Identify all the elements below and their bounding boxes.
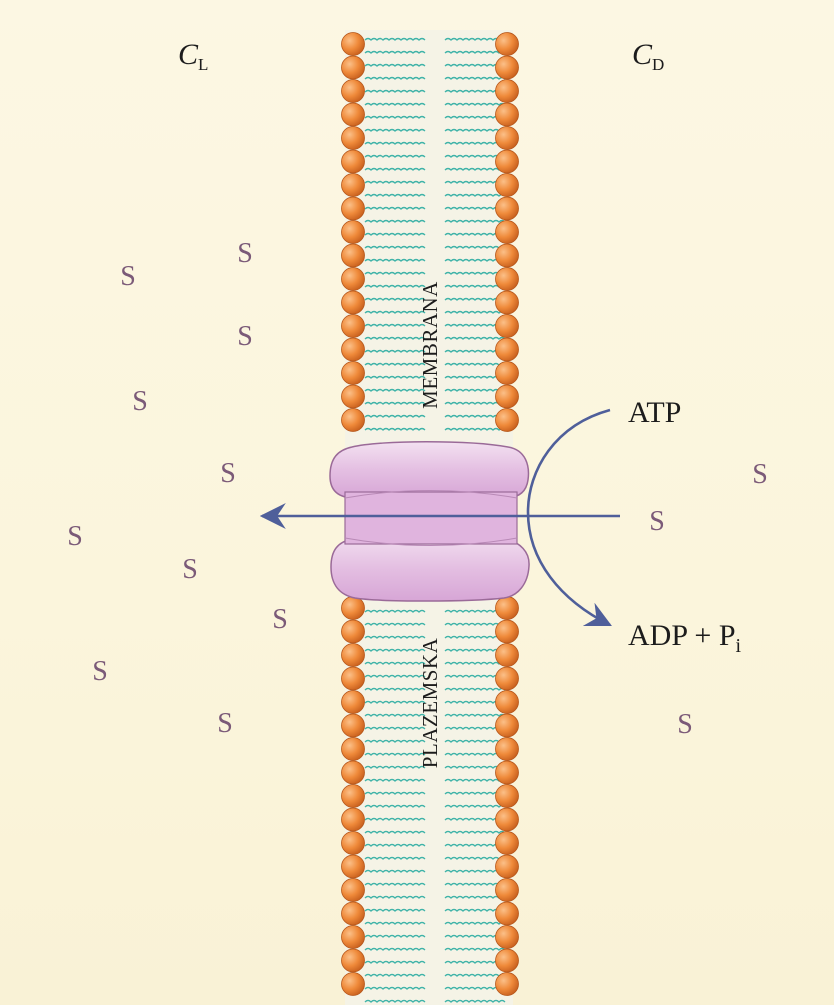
substrate-s: S — [752, 459, 768, 490]
lipid-head — [342, 808, 365, 831]
substrate-s: S — [120, 261, 136, 292]
lipid-head — [496, 268, 519, 291]
lipid-head — [496, 926, 519, 949]
lipid-head — [496, 738, 519, 761]
lipid-head — [342, 902, 365, 925]
substrate-s: S — [237, 321, 253, 352]
lipid-head — [496, 691, 519, 714]
lipid-head — [496, 103, 519, 126]
substrate-s: S — [132, 386, 148, 417]
lipid-head — [496, 33, 519, 56]
substrate-s: S — [217, 708, 233, 739]
lipid-head — [342, 620, 365, 643]
substrate-s: S — [272, 604, 288, 635]
lipid-head — [496, 174, 519, 197]
lipid-head — [342, 714, 365, 737]
lipid-head — [342, 738, 365, 761]
lipid-head — [342, 879, 365, 902]
substrate-s: S — [677, 709, 693, 740]
lipid-head — [342, 973, 365, 996]
lipid-head — [342, 291, 365, 314]
lipid-head — [342, 244, 365, 267]
lipid-head — [342, 150, 365, 173]
lipid-head — [496, 620, 519, 643]
lipid-head — [342, 761, 365, 784]
lipid-head — [496, 949, 519, 972]
lipid-head — [496, 221, 519, 244]
lipid-head — [342, 785, 365, 808]
substrate-s: S — [649, 506, 665, 537]
lipid-head — [342, 103, 365, 126]
lipid-head — [496, 150, 519, 173]
lipid-head — [342, 197, 365, 220]
lipid-head — [496, 362, 519, 385]
adp-label: ADP + Pi — [628, 619, 742, 657]
left-side-label: CL — [178, 38, 208, 74]
lipid-head — [496, 761, 519, 784]
lipid-head — [342, 691, 365, 714]
atp-hydrolysis-arrow — [528, 410, 610, 625]
lipid-head — [342, 80, 365, 103]
lipid-head — [342, 597, 365, 620]
substrate-s: S — [182, 554, 198, 585]
lipid-head — [496, 197, 519, 220]
lipid-head — [342, 362, 365, 385]
lipid-head — [342, 127, 365, 150]
lipid-head — [342, 174, 365, 197]
lipid-head — [496, 902, 519, 925]
lipid-head — [496, 855, 519, 878]
substrate-s: S — [220, 458, 236, 489]
lipid-head — [496, 714, 519, 737]
lipid-head — [342, 926, 365, 949]
lipid-head — [342, 33, 365, 56]
lipid-head — [496, 315, 519, 338]
lipid-head — [342, 56, 365, 79]
substrate-s: S — [237, 238, 253, 269]
membrane-label-lower: PLAZEMSKA — [418, 637, 442, 768]
lipid-head — [342, 644, 365, 667]
lipid-head — [496, 879, 519, 902]
lipid-head — [496, 338, 519, 361]
lipid-head — [342, 338, 365, 361]
lipid-head — [496, 127, 519, 150]
substrate-s: S — [92, 656, 108, 687]
lipid-head — [496, 597, 519, 620]
lipid-head — [342, 832, 365, 855]
lipid-head — [496, 667, 519, 690]
atp-label: ATP — [628, 396, 681, 429]
lipid-head — [342, 855, 365, 878]
lipid-head — [496, 56, 519, 79]
lipid-head — [496, 832, 519, 855]
lipid-head — [342, 385, 365, 408]
lipid-head — [496, 385, 519, 408]
lipid-head — [496, 808, 519, 831]
lipid-head — [496, 973, 519, 996]
lipid-head — [496, 785, 519, 808]
lipid-head — [342, 268, 365, 291]
lipid-head — [496, 291, 519, 314]
substrate-s: S — [67, 521, 83, 552]
right-side-label: CD — [632, 38, 664, 74]
lipid-head — [342, 409, 365, 432]
lipid-head — [342, 949, 365, 972]
lipid-head — [342, 221, 365, 244]
lipid-head — [496, 644, 519, 667]
lipid-head — [496, 244, 519, 267]
transport-protein — [330, 442, 529, 601]
lipid-head — [342, 315, 365, 338]
lipid-head — [342, 667, 365, 690]
membrane-label-upper: MEMBRANA — [418, 281, 442, 409]
lipid-head — [496, 80, 519, 103]
lipid-head — [496, 409, 519, 432]
